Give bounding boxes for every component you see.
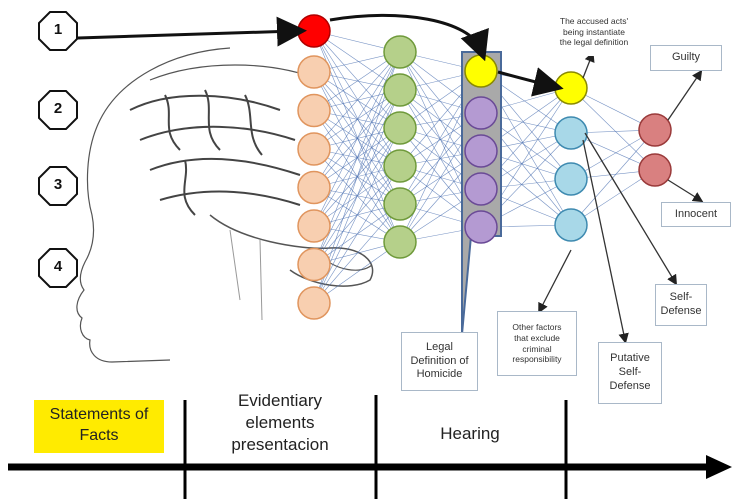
step-number-3: 3 <box>38 176 78 193</box>
hidden2-node-5 <box>465 211 497 243</box>
hidden1-node-6 <box>384 226 416 258</box>
hidden2-node-4 <box>465 173 497 205</box>
output-node-2 <box>639 154 671 186</box>
step-number-4: 4 <box>38 258 78 275</box>
input-node-3 <box>298 95 330 127</box>
timeline-arrowhead <box>706 455 732 479</box>
hidden1-node-5 <box>384 188 416 220</box>
step-number-1: 1 <box>38 21 78 38</box>
guilty-arrow <box>668 73 700 120</box>
hidden3-node-4 <box>555 209 587 241</box>
hidden1-node-2 <box>384 74 416 106</box>
hidden2-node-2 <box>465 97 497 129</box>
network-nodes <box>298 15 671 319</box>
step-number-2: 2 <box>38 100 78 117</box>
legal-definition-box: Legal Definition of Homicide <box>401 332 478 391</box>
other-factors-box: Other factors that exclude criminal resp… <box>497 311 577 376</box>
hidden2-to-hidden3-arrow <box>498 72 552 86</box>
hidden2-node-1 <box>465 55 497 87</box>
innocent-box: Innocent <box>661 202 731 227</box>
hidden3-node-1 <box>555 72 587 104</box>
hidden1-node-3 <box>384 112 416 144</box>
accused-acts-arrow <box>583 55 592 78</box>
output-node-1 <box>639 114 671 146</box>
hidden1-node-1 <box>384 36 416 68</box>
step1-arrow <box>78 31 295 38</box>
putative-arrow <box>583 140 625 340</box>
head-sketch-illustration <box>77 48 373 362</box>
hidden3-node-2 <box>555 117 587 149</box>
hidden2-node-3 <box>465 135 497 167</box>
input-node-1 <box>298 15 330 47</box>
input-node-7 <box>298 249 330 281</box>
input-node-5 <box>298 172 330 204</box>
innocent-arrow <box>668 180 700 200</box>
accused-acts-label: The accused acts' being instantiate the … <box>548 8 640 56</box>
input-node-4 <box>298 133 330 165</box>
timeline-axis <box>0 395 732 499</box>
input-node-8 <box>298 287 330 319</box>
input-node-2 <box>298 56 330 88</box>
self-defense-box: Self- Defense <box>655 284 707 326</box>
input-node-6 <box>298 210 330 242</box>
other-factors-arrow <box>540 250 571 310</box>
hidden3-node-3 <box>555 163 587 195</box>
guilty-box: Guilty <box>650 45 722 71</box>
hidden1-node-4 <box>384 150 416 182</box>
